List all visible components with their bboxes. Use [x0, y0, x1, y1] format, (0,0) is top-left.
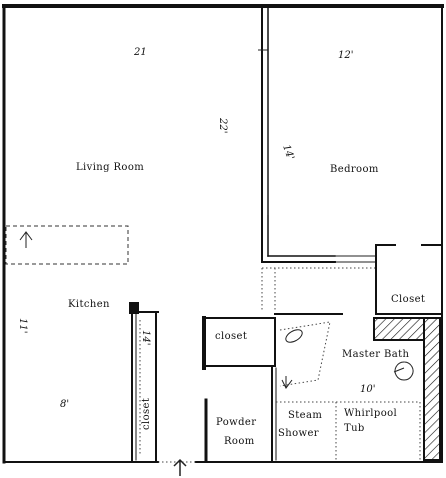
whirlpool-label-2: Tub [344, 423, 365, 434]
kitchen-width-dim: 8' [60, 399, 69, 410]
kitchen-depth-dim: 11' [17, 318, 28, 333]
steam-shower-label-2: Shower [278, 428, 319, 439]
closet-right-label: Closet [391, 294, 425, 305]
sink [285, 329, 303, 343]
entry-arrow-icon [173, 458, 187, 476]
exterior-walls [2, 4, 444, 464]
whirlpool-label-1: Whirlpool [344, 408, 397, 419]
bedroom-width-dim: 12' [338, 50, 353, 61]
master-bath-label: Master Bath [342, 349, 410, 360]
closet-center-label: closet [215, 331, 247, 342]
powder-room-label-1: Powder [216, 417, 256, 428]
hall-closet [129, 302, 159, 461]
closet-vertical-label: closet [141, 398, 152, 430]
toilet [393, 361, 414, 381]
counter-arrow [19, 231, 33, 248]
bath-hatch-top [373, 317, 425, 341]
steam-shower-label-1: Steam [288, 410, 322, 421]
bedroom-walls [258, 7, 441, 263]
living-width-dim: 21 [133, 47, 147, 58]
bath-walls [204, 244, 441, 462]
bath-door-swing [279, 321, 331, 387]
kitchen-island [5, 225, 129, 265]
powder-room-label-2: Room [224, 436, 255, 447]
kitchen-label: Kitchen [68, 299, 110, 310]
closet-corner-block [129, 302, 139, 314]
living-depth-dim: 22' [217, 117, 228, 133]
bath-hatch-right [423, 317, 441, 461]
bath-width-dim: 10' [360, 384, 375, 395]
closet-depth-dim: 14' [140, 330, 151, 345]
bedroom-label: Bedroom [330, 164, 379, 175]
bath-arrow [281, 376, 293, 389]
living-room-label: Living Room [76, 162, 144, 173]
center-closet [202, 316, 276, 370]
kitchen-counter [5, 225, 129, 265]
bedroom-depth-dim: 14' [280, 143, 296, 161]
